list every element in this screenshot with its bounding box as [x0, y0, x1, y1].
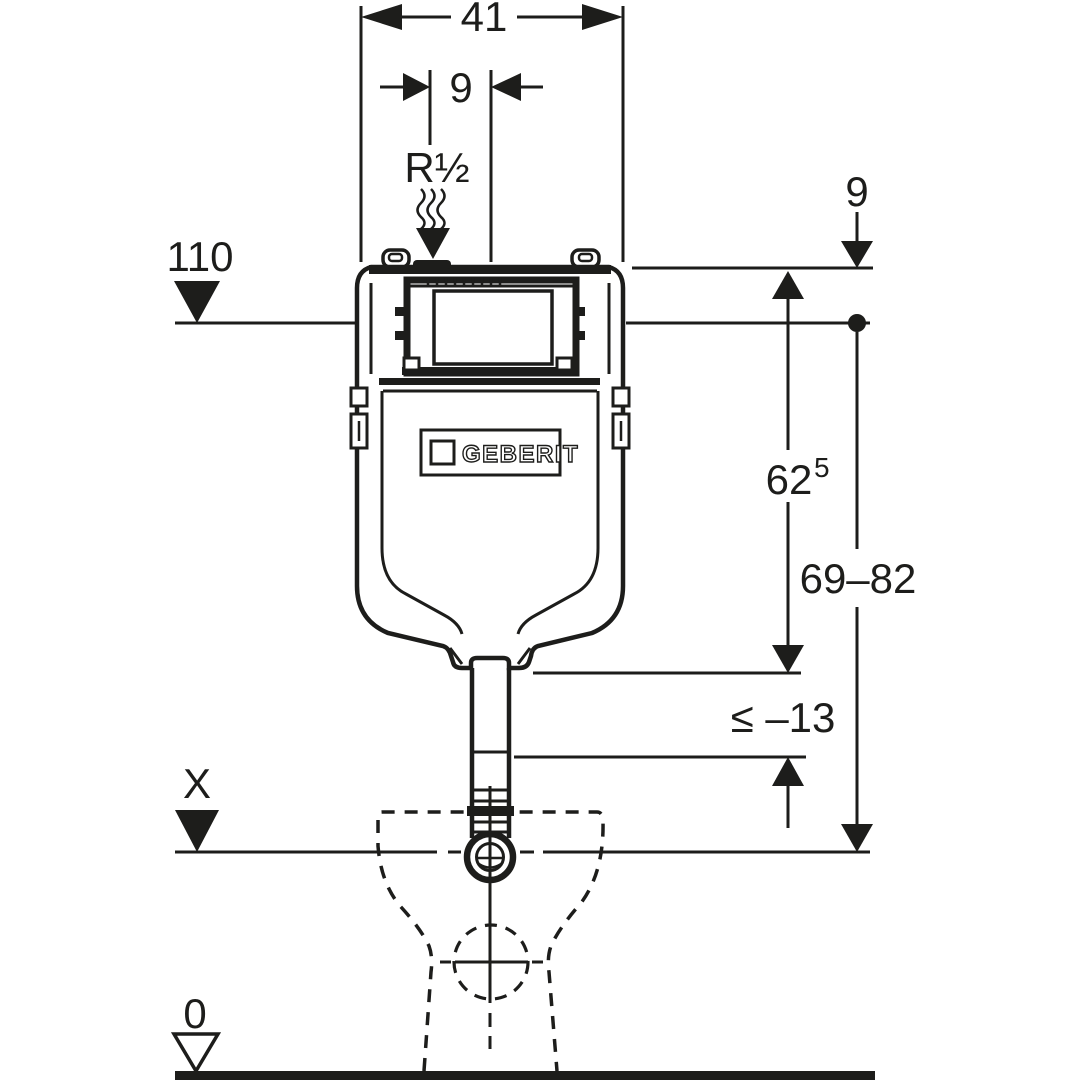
- arrow-left-icon: [361, 4, 402, 30]
- tank-inner-face-right: [516, 391, 600, 635]
- dim-install-range: 69–82: [800, 332, 917, 852]
- arrow-right-icon: [582, 4, 623, 30]
- top-rail-bar: [369, 265, 611, 274]
- water-squiggle-icon: [426, 188, 436, 230]
- level-triangle-icon: [175, 810, 219, 852]
- cistern: GEBERIT: [349, 248, 631, 671]
- dim-top-9: 9: [626, 168, 873, 332]
- extension-lines-41: [359, 6, 625, 262]
- level-zero: 0: [170, 990, 875, 1080]
- open-triangle-icon: [170, 1032, 222, 1075]
- arrow-down-icon: [841, 824, 873, 852]
- inner-wall-lines: [369, 283, 611, 374]
- label-pipe-cut: ≤ –13: [731, 694, 836, 741]
- dim-offset-9: 9: [380, 64, 543, 262]
- lug-slot-right: [577, 252, 594, 263]
- arrow-up-icon: [772, 757, 804, 786]
- label-install-range: 69–82: [800, 555, 917, 602]
- dim-cistern-height: 62 5: [533, 271, 830, 675]
- water-squiggle-icon: [416, 188, 426, 230]
- toilet-pan-dashed-outline: [376, 810, 605, 1072]
- flush-pipe: [463, 668, 517, 1049]
- tank-inner-face-left: [380, 391, 464, 635]
- frame-bottom-bar: [402, 367, 576, 375]
- supply-connection: R½: [404, 144, 470, 259]
- label-level-x: X: [183, 760, 211, 807]
- shoulder-bar: [379, 378, 600, 385]
- label-supply-thread: R½: [404, 144, 469, 191]
- fixing-lug-left: [381, 248, 411, 269]
- label-cistern-height: 62: [766, 456, 813, 503]
- water-squiggle-icon: [436, 188, 446, 230]
- fixing-lug-right: [570, 248, 601, 269]
- label-level-zero: 0: [183, 990, 206, 1037]
- funnel-inner-lines: [448, 647, 532, 665]
- logo-square-icon: [429, 439, 456, 466]
- supply-inlet-boss: [413, 260, 451, 269]
- serration-ticks: [426, 278, 502, 286]
- brand-logo: GEBERIT: [419, 428, 579, 477]
- label-cistern-height-sup: 5: [814, 452, 830, 483]
- bracket-left-upper: [349, 386, 369, 408]
- label-top-9: 9: [845, 168, 868, 215]
- logo-text: GEBERIT: [462, 441, 579, 468]
- arrow-up-icon: [772, 271, 804, 299]
- reference-dot-icon: [848, 314, 866, 332]
- level-x: X: [175, 760, 870, 854]
- arrow-left-icon: [491, 73, 521, 101]
- arrow-right-icon: [403, 73, 430, 101]
- arrow-down-icon: [772, 645, 804, 673]
- supply-arrow-icon: [416, 228, 450, 259]
- access-opening: [432, 289, 554, 366]
- label-offset-9: 9: [449, 64, 472, 111]
- floor-line: [175, 1071, 875, 1080]
- frame-foot-right: [555, 356, 574, 372]
- level-triangle-icon: [174, 281, 220, 323]
- label-height-110: 110: [167, 233, 234, 280]
- frame-foot-left: [402, 356, 421, 372]
- dim-width-41: 41: [359, 0, 625, 262]
- dim-height-110: 110: [167, 233, 356, 325]
- lug-slot-left: [387, 252, 404, 263]
- arrow-down-icon: [841, 241, 873, 268]
- extension-lines-9: [428, 70, 493, 262]
- label-width-41: 41: [461, 0, 508, 40]
- toilet-outline: [376, 810, 605, 1072]
- bracket-right-upper: [611, 386, 631, 408]
- dim-pipe-cut: ≤ –13: [514, 694, 835, 828]
